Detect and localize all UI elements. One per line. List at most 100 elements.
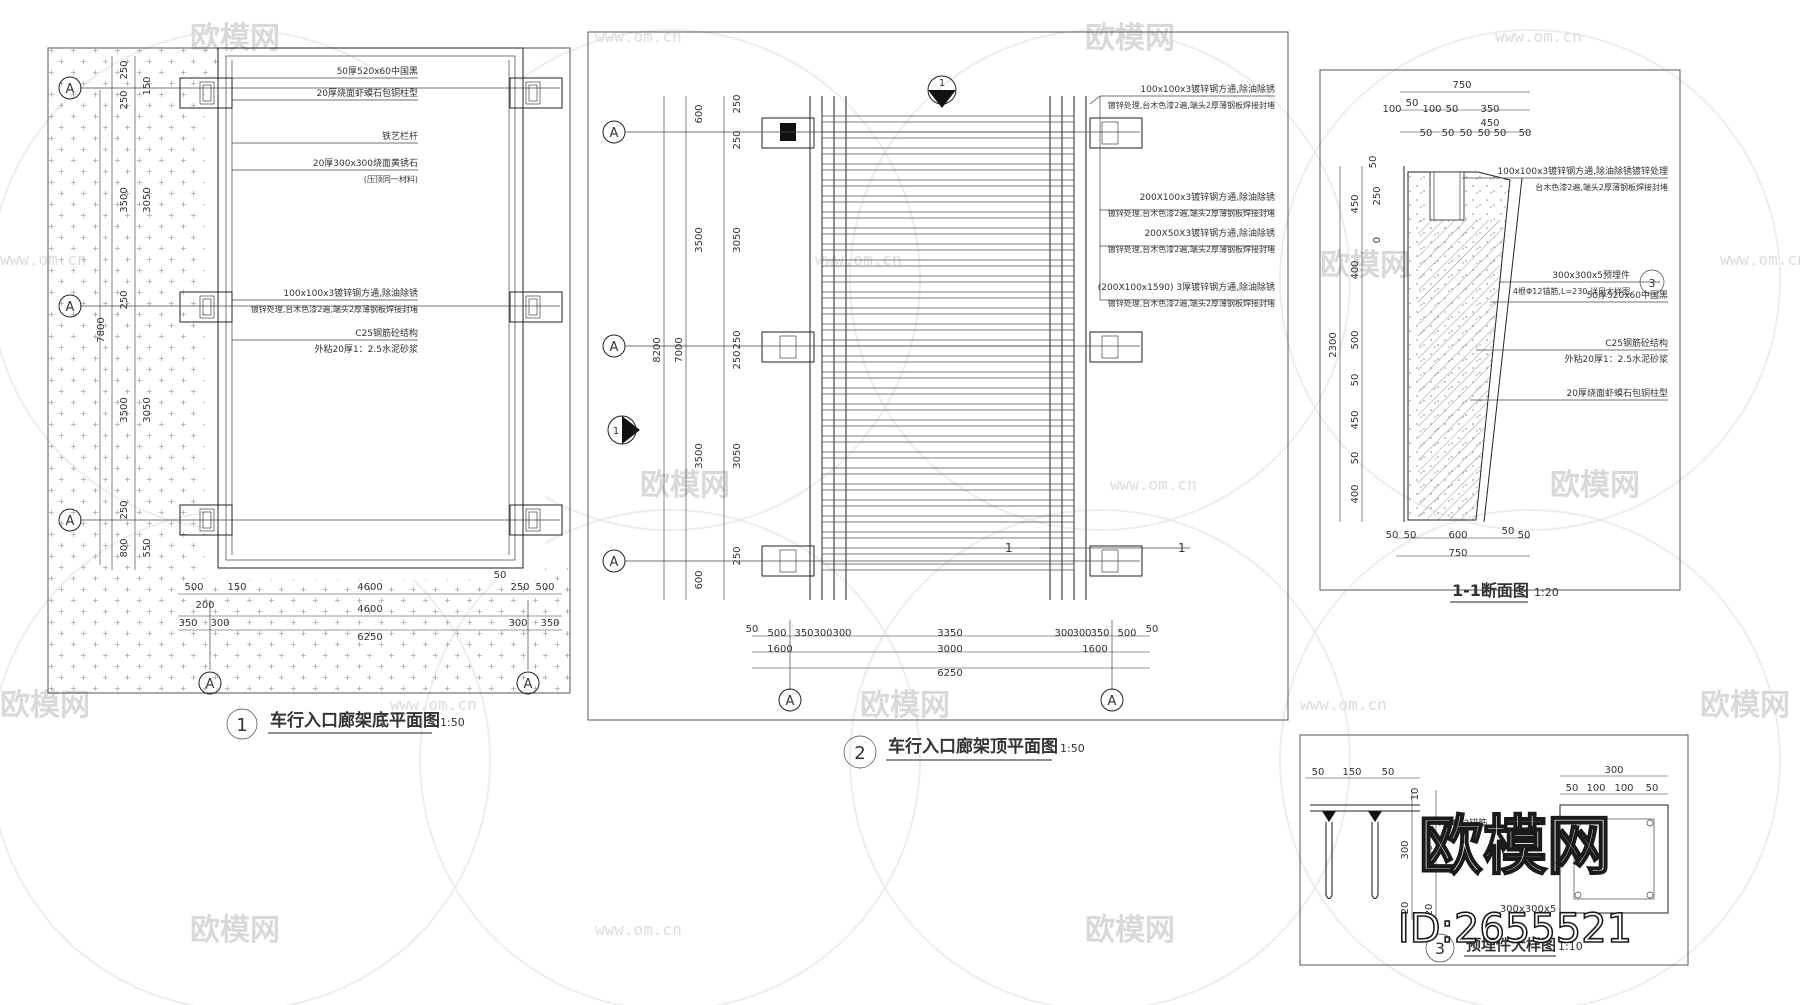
watermark-url: www.om.cn xyxy=(1110,475,1197,494)
svg-text:A: A xyxy=(610,340,619,355)
note-text: (压顶同一材料) xyxy=(364,174,418,184)
dim-label: 4600 xyxy=(357,604,382,615)
note-text: 镀锌处理,台木色漆2遍,端头2厚薄钢板焊接封堵 xyxy=(1108,100,1275,110)
note-text: 4根Φ12锚筋 xyxy=(1436,817,1487,829)
note-text: 镀锌处理,台木色漆2遍,端头2厚薄钢板焊接封堵 xyxy=(1108,208,1275,218)
grid-bubble: A xyxy=(778,688,802,712)
note-text: 20厚烧面虾蟆石包铜柱型 xyxy=(317,87,418,99)
dim-label: 50 xyxy=(1312,767,1325,778)
dim-label: 250 xyxy=(732,546,743,565)
svg-text:A: A xyxy=(66,82,75,97)
dim-label: 400 xyxy=(1350,260,1361,279)
note-text: 200X100x3镀锌钢方通,除油除锈 xyxy=(1140,191,1275,203)
grid-bubble: A xyxy=(602,549,626,573)
drawing-scale: 1:10 xyxy=(1558,940,1583,953)
dim-label: 50 xyxy=(1404,530,1417,541)
note-text: 300x300x5预埋件 xyxy=(1552,269,1630,281)
watermark-brand: 欧模网 xyxy=(1700,688,1790,723)
dim-label: 200 xyxy=(195,600,214,611)
dim-label: 320 xyxy=(1424,844,1435,863)
dim-label: 500 xyxy=(1350,330,1361,349)
note-text: 200X50X3镀锌钢方通,除油除锈 xyxy=(1144,227,1275,239)
dim-label: 250 xyxy=(119,90,130,109)
watermark-layer: 欧模网 欧模网 欧模网 欧模网 欧模网 欧模网 欧模网 欧模网 欧模网 欧模网 … xyxy=(0,21,1800,1005)
dim-label: 300 xyxy=(508,618,527,629)
dim-label: 3500 xyxy=(119,187,130,212)
dim-label: 7800 xyxy=(96,317,107,342)
rafters xyxy=(821,115,1075,571)
dim-label: 250 xyxy=(119,500,130,519)
dim-label: 150 xyxy=(1342,767,1361,778)
dim-label: 50 xyxy=(1518,530,1531,541)
note-text: 镀锌处理,台木色漆2遍,端头2厚薄钢板焊接封堵 xyxy=(1108,244,1275,254)
dim-label: 3050 xyxy=(142,397,153,422)
corridor-outline xyxy=(217,47,524,569)
dim-label: 50 xyxy=(1350,374,1361,387)
drawing-scale: 1:50 xyxy=(440,716,465,729)
grid-bubble: A xyxy=(602,120,626,144)
brand-stamp: 欧模网 ID:2655521 xyxy=(1397,809,1633,953)
plan-top-drawing: A A A A A 1 1 1 1 8200 7000 600 3500 350… xyxy=(587,31,1289,769)
note-text: C25钢筋砼结构 xyxy=(1605,337,1668,349)
section-cut-label: 1 xyxy=(1178,541,1186,555)
dim-label: 250 xyxy=(732,350,743,369)
dim-label: 3500 xyxy=(119,397,130,422)
watermark-brand: 欧模网 xyxy=(1550,468,1640,503)
dim-label: 50 xyxy=(1446,104,1459,115)
dim-label: 800 xyxy=(119,538,130,557)
dim-label: 350 xyxy=(178,618,197,629)
embed-title: 3 预埋件大样图 1:10 xyxy=(1425,933,1583,963)
note-text: 100x100x3镀锌钢方通,除油除锈镀锌处理 xyxy=(1497,165,1668,177)
grid-bubble: A xyxy=(58,508,82,532)
drawing-title: 预埋件大样图 xyxy=(1466,936,1556,954)
dim-label: 0 xyxy=(1372,237,1383,243)
dim-label: 7000 xyxy=(674,337,685,362)
dim-label: 250 xyxy=(732,94,743,113)
section-marker: 1 xyxy=(927,75,957,108)
dim-label: 750 xyxy=(1448,548,1467,559)
svg-text:A: A xyxy=(610,555,619,570)
drawing-scale: 1:50 xyxy=(1060,742,1085,755)
embed-frame xyxy=(1299,734,1689,966)
model-id: ID:2655521 xyxy=(1398,906,1632,952)
column xyxy=(509,291,563,323)
dim-label: 100 xyxy=(1382,104,1401,115)
dim-label: 300 xyxy=(813,628,832,639)
dim-label: 250 xyxy=(1372,186,1383,205)
dim-label: 50 xyxy=(1420,128,1433,139)
note-text: 100x100x3镀锌钢方通,除油除锈 xyxy=(1140,83,1275,95)
watermark-brand: 欧模网 xyxy=(640,468,730,503)
dim-label: 50 xyxy=(1460,128,1473,139)
steel-tube xyxy=(1429,171,1465,221)
embed-plate xyxy=(1559,804,1669,914)
drawing-index: 1 xyxy=(236,715,247,736)
dim-label: 50 xyxy=(1406,98,1419,109)
dim-label: 500 xyxy=(184,582,203,593)
note-text: 台木色漆2遍,端头2厚薄钢板焊接封堵 xyxy=(1535,182,1668,192)
dim-label: 600 xyxy=(694,104,705,123)
dim-label: 50 xyxy=(1382,767,1395,778)
note-text: 50厚520x60中国黑 xyxy=(337,65,418,77)
section-frame xyxy=(1319,69,1681,591)
watermark-url: www.om.cn xyxy=(1300,695,1387,714)
dim-label: 4600 xyxy=(357,582,382,593)
note-text: 20厚300x300烧面黄锈石 xyxy=(313,157,418,169)
watermark-brand: 欧模网 xyxy=(1085,913,1175,948)
section-marker: 1 xyxy=(607,415,640,445)
grid-bubble: A xyxy=(198,671,222,695)
dim-label: 500 xyxy=(767,628,786,639)
dim-label: 350 xyxy=(1480,104,1499,115)
svg-text:3: 3 xyxy=(1649,277,1656,290)
dim-label: 300 xyxy=(210,618,229,629)
dim-label: 550 xyxy=(142,538,153,557)
note-text: (200X100x1590) 3厚镀锌钢方通,除油除锈 xyxy=(1098,281,1275,293)
dim-label: 150 xyxy=(142,76,153,95)
watermark-url: www.om.cn xyxy=(595,920,682,939)
dim-label: 150 xyxy=(227,582,246,593)
grid-bubble: A xyxy=(58,76,82,100)
drawing-title: 1-1断面图 xyxy=(1452,581,1529,600)
column xyxy=(179,77,233,109)
note-text: 4根Φ12锚筋,L=230,详见大样图 xyxy=(1513,286,1630,296)
dim-label: 6250 xyxy=(937,668,962,679)
watermark-url: www.om.cn xyxy=(390,695,477,714)
